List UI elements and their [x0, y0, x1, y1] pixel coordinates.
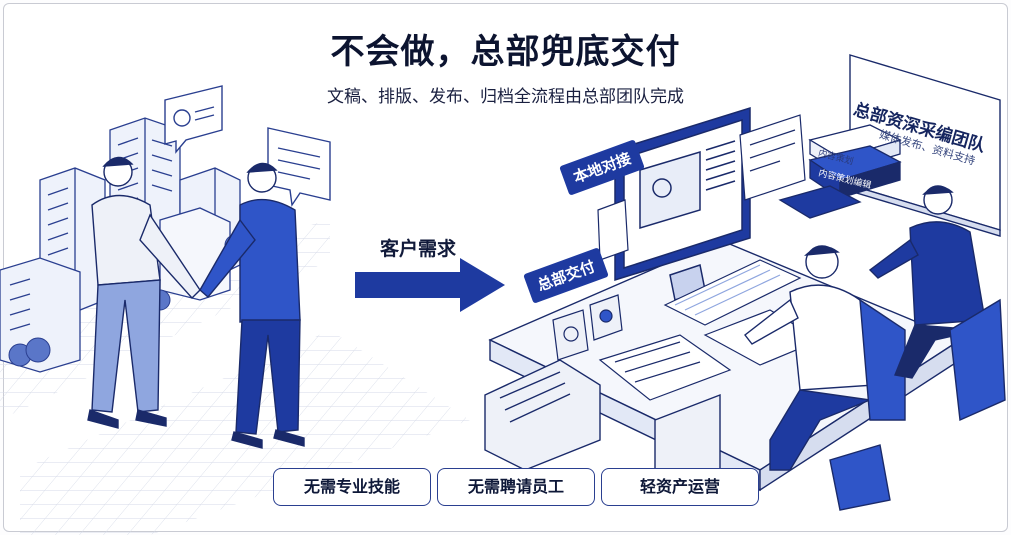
- staff-front: [744, 245, 906, 511]
- man-right: [199, 162, 305, 449]
- man-left: [87, 156, 201, 429]
- page-subtitle: 文稿、排版、发布、归档全流程由总部团队完成: [327, 87, 684, 107]
- page-title: 不会做，总部兜底交付: [330, 32, 681, 72]
- benefit-no-hiring: 无需聘请员工: [437, 468, 595, 506]
- team-board: [849, 54, 1001, 237]
- benefit-light-assets: 轻资产运营: [601, 468, 759, 506]
- book-stack: [778, 124, 902, 219]
- monitor: [614, 106, 751, 301]
- speech-bubbles: [164, 85, 331, 207]
- staff-back: [868, 185, 1006, 422]
- flow-arrow: [355, 258, 505, 312]
- benefit-no-skills: 无需专业技能: [273, 468, 431, 506]
- floating-documents: [597, 114, 806, 261]
- flow-arrow-label: 客户需求: [380, 238, 457, 260]
